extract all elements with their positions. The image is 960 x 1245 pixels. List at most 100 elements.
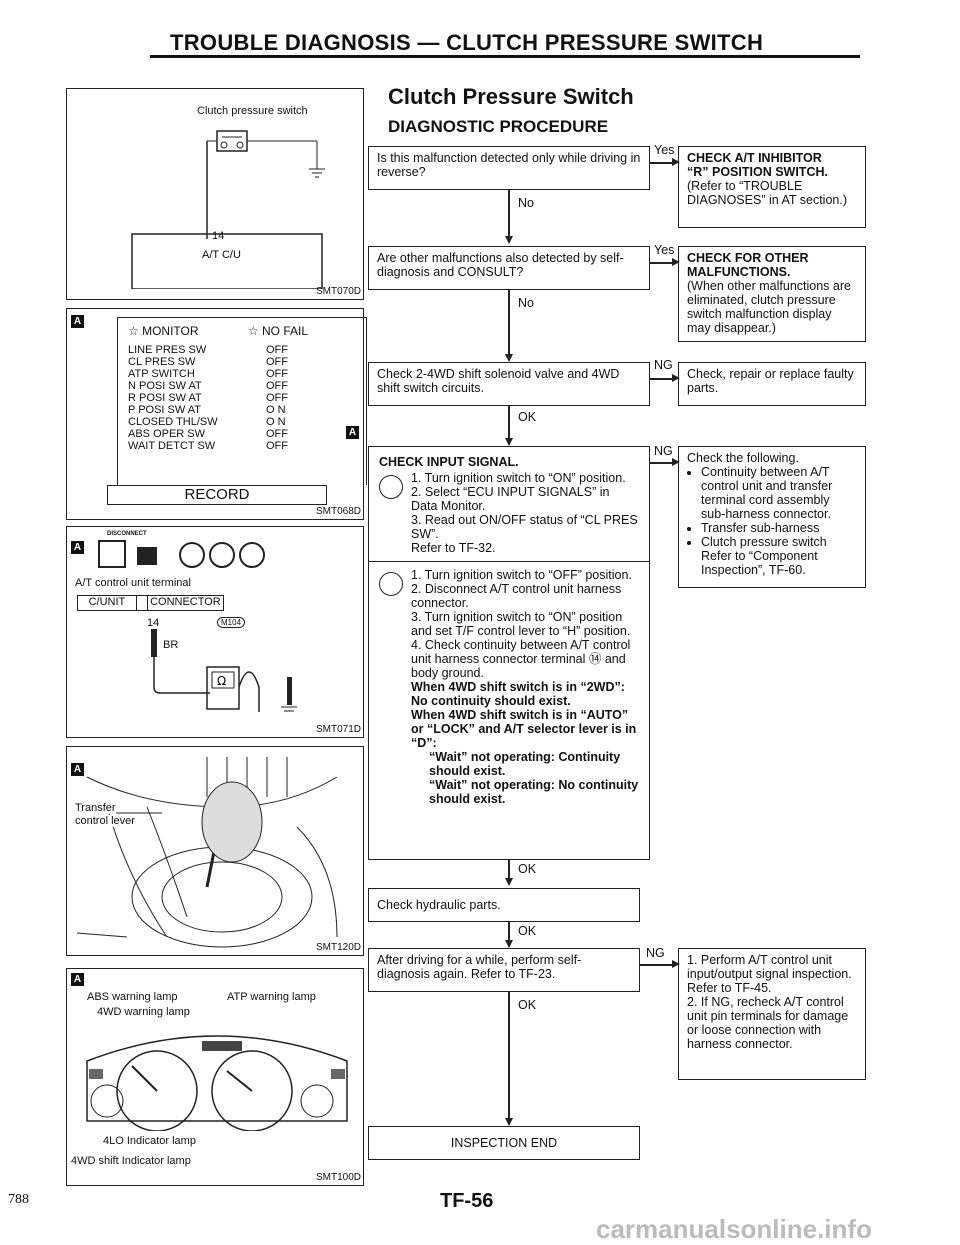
monitor-item-value: O N	[266, 416, 286, 428]
header-rule	[150, 55, 860, 58]
tag-a: A	[346, 426, 359, 439]
input-signal-steps: 1. Turn ignition switch to “ON” position…	[411, 471, 639, 555]
figure-code: SMT100D	[315, 1172, 361, 1183]
result-1-line-2: “R” POSITION SWITCH.	[687, 165, 828, 179]
console-illustration	[76, 757, 338, 948]
section-title: Clutch Pressure Switch	[388, 84, 634, 109]
ng-label: NG	[646, 946, 665, 960]
figure-code: SMT070D	[315, 286, 361, 297]
page-number-left: 788	[8, 1192, 29, 1207]
flow-question-1: Is this malfunction detected only while …	[368, 146, 650, 190]
page-id: TF-56	[440, 1190, 494, 1212]
monitor-item-name: WAIT DETCT SW	[128, 440, 216, 452]
4wd-lamp-label: 4WD warning lamp	[97, 1006, 190, 1018]
step: Refer to TF-32.	[411, 541, 496, 555]
record-button[interactable]: RECORD	[107, 485, 327, 505]
connector-header: C/UNIT CONNECTOR	[77, 595, 224, 611]
monitor-item-value: OFF	[266, 392, 288, 404]
monitor-item-value: OFF	[266, 344, 288, 356]
cunit-label: C/UNIT	[88, 596, 126, 608]
pin-number: 14	[147, 617, 160, 629]
result-1-line-1: CHECK A/T INHIBITOR	[687, 151, 822, 165]
monitor-item-value: OFF	[266, 440, 288, 452]
yes-label: Yes	[654, 143, 675, 157]
figure-code: SMT120D	[315, 942, 361, 953]
monitor-item-name: P POSI SW AT	[128, 404, 201, 416]
consult-icon	[379, 475, 403, 499]
check-item: Continuity between A/T control unit and …	[701, 465, 857, 521]
connector-id: M104	[217, 617, 246, 628]
flow-result-3: Check, repair or replace faulty parts.	[678, 362, 866, 406]
flow-question-6: After driving for a while, perform self-…	[368, 948, 640, 992]
flow-question-3: Check 2-4WD shift solenoid valve and 4WD…	[368, 362, 650, 406]
inspection-end: INSPECTION END	[368, 1126, 640, 1160]
tag-a: A	[71, 973, 84, 986]
switch-label: Clutch pressure switch	[197, 105, 308, 117]
connector-label: CONNECTOR	[150, 596, 221, 608]
wire-color: BR	[163, 639, 179, 651]
step: 2. Select “ECU INPUT SIGNALS” in Data Mo…	[411, 485, 610, 513]
result-6-line-2: 2. If NG, recheck A/T control unit pin t…	[687, 995, 849, 1051]
4wd-shift-lamp-label: 4WD shift Indicator lamp	[71, 1155, 191, 1167]
monitor-item-name: R POSI SW AT	[128, 392, 202, 404]
result-6-line-1: 1. Perform A/T control unit input/output…	[687, 953, 852, 995]
yes-label: Yes	[654, 243, 675, 257]
step: 3. Turn ignition switch to “ON” position…	[411, 610, 631, 638]
monitor-row: WAIT DETCT SW OFF	[128, 440, 298, 452]
figure-code: SMT071D	[315, 724, 361, 735]
figure-transfer-lever: A Transfer control lever SMT120D	[66, 746, 364, 956]
no-label: No	[518, 196, 534, 210]
check-item: Clutch pressure switch Refer to “Compone…	[701, 535, 857, 577]
tag-a: A	[71, 315, 84, 328]
ok-label: OK	[518, 410, 537, 424]
control-lever-label: control lever	[75, 815, 135, 827]
cluster-illustration	[86, 1035, 348, 1131]
monitor-item-name: LINE PRES SW	[128, 344, 207, 356]
monitor-item-value: OFF	[266, 428, 288, 440]
flow-question-5: Check hydraulic parts.	[368, 888, 640, 922]
figure-clutch-switch-circuit: Clutch pressure switch 14 A/T C/U SMT070…	[66, 88, 364, 300]
ok-label: OK	[518, 998, 537, 1012]
figure-connector-check: A DISCONNECT A/T control unit terminal C…	[66, 526, 364, 738]
ng-label: NG	[654, 358, 673, 372]
flow-question-2: Are other malfunctions also detected by …	[368, 246, 650, 290]
ok-label: OK	[518, 924, 537, 938]
terminal-number: 14	[212, 230, 225, 242]
no-label: No	[518, 296, 534, 310]
spec: “Wait” not operating: Continuity should …	[429, 750, 621, 778]
step: 1. Turn ignition switch to “ON” position…	[411, 471, 626, 485]
monitor-row: R POSI SW AT OFF	[128, 392, 298, 404]
result-4-title: Check the following.	[687, 451, 799, 465]
atp-lamp-label: ATP warning lamp	[227, 991, 316, 1003]
spec: When 4WD shift switch is in “AUTO” or “L…	[411, 708, 637, 750]
continuity-steps: 1. Turn ignition switch to “OFF” positio…	[411, 568, 639, 806]
figure-code: SMT068D	[315, 506, 361, 517]
ignition-icons	[98, 540, 265, 568]
step: 3. Read out ON/OFF status of “CL PRES SW…	[411, 513, 638, 541]
monitor-item-value: OFF	[266, 380, 288, 392]
monitor-item-name: N POSI SW AT	[128, 380, 202, 392]
input-signal-title: CHECK INPUT SIGNAL.	[379, 455, 519, 469]
figure-instrument-cluster: A ABS warning lamp ATP warning lamp 4WD …	[66, 968, 364, 1186]
check-item: Transfer sub-harness	[701, 521, 857, 535]
ohmmeter-icon	[379, 572, 403, 596]
monitor-item-name: ATP SWITCH	[128, 368, 195, 380]
ohmmeter-diagram: Ω	[151, 629, 297, 712]
monitor-row: ATP SWITCH OFF	[128, 368, 298, 380]
monitor-item-value: OFF	[266, 368, 288, 380]
monitor-row: N POSI SW AT OFF	[128, 380, 298, 392]
step: 1. Turn ignition switch to “OFF” positio…	[411, 568, 632, 582]
transfer-label: Transfer	[75, 802, 116, 814]
watermark: carmanualsonline.info	[596, 1214, 872, 1244]
monitor-label: ☆ MONITOR	[128, 324, 199, 338]
terminal-caption: A/T control unit terminal	[75, 577, 191, 589]
monitor-heading: ☆ MONITOR ☆ NO FAIL	[128, 324, 308, 338]
spec: When 4WD shift switch is in “2WD”: No co…	[411, 680, 625, 708]
result-2-line-1: CHECK FOR OTHER MALFUNCTIONS.	[687, 251, 809, 279]
flow-question-4: CHECK INPUT SIGNAL. 1. Turn ignition swi…	[368, 446, 650, 860]
control-unit-label: A/T C/U	[202, 249, 241, 261]
